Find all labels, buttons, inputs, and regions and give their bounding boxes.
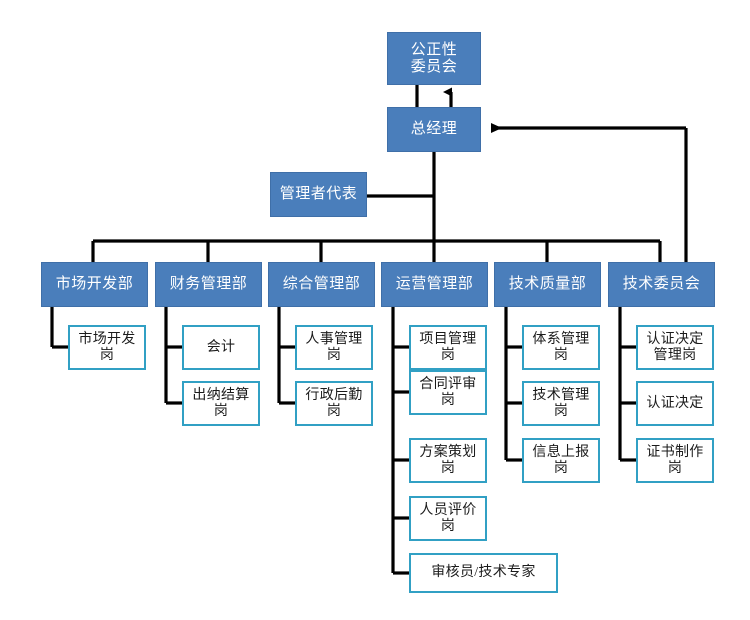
node-department-general-management[interactable]: 综合管理部 xyxy=(268,262,375,307)
node-impartiality-committee[interactable]: 公正性 委员会 xyxy=(387,32,481,85)
node-label: 财务管理部 xyxy=(169,276,248,293)
node-post-certificate-production-post[interactable]: 证书制作 岗 xyxy=(636,438,714,483)
node-post-system-management-post[interactable]: 体系管理 岗 xyxy=(522,325,600,370)
node-post-information-reporting-post[interactable]: 信息上报 岗 xyxy=(522,438,600,483)
node-label: 技术管理 岗 xyxy=(532,387,590,419)
node-label: 总经理 xyxy=(410,121,458,138)
node-department-operations-management[interactable]: 运营管理部 xyxy=(381,262,488,307)
node-post-hr-management-post[interactable]: 人事管理 岗 xyxy=(295,325,373,370)
node-label: 方案策划 岗 xyxy=(419,444,477,476)
node-label: 管理者代表 xyxy=(279,186,358,203)
node-label: 市场开发 岗 xyxy=(78,331,136,363)
node-department-technical-committee[interactable]: 技术委员会 xyxy=(608,262,715,307)
node-department-finance-management[interactable]: 财务管理部 xyxy=(155,262,262,307)
node-general-manager[interactable]: 总经理 xyxy=(387,107,481,152)
node-label: 综合管理部 xyxy=(282,276,361,293)
node-post-project-management-post[interactable]: 项目管理 岗 xyxy=(409,325,487,370)
node-label: 项目管理 岗 xyxy=(419,331,477,363)
node-post-personnel-evaluation-post[interactable]: 人员评价 岗 xyxy=(409,496,487,541)
node-label: 行政后勤 岗 xyxy=(305,387,363,419)
node-post-certification-decision-post[interactable]: 认证决定 xyxy=(636,381,714,426)
node-label: 技术质量部 xyxy=(508,276,587,293)
node-post-cashier-settlement-post[interactable]: 出纳结算 岗 xyxy=(182,381,260,426)
node-label: 认证决定 管理岗 xyxy=(646,331,704,363)
node-label: 审核员/技术专家 xyxy=(431,565,536,581)
node-label: 技术委员会 xyxy=(622,276,701,293)
node-label: 合同评审 岗 xyxy=(419,376,477,408)
node-label: 市场开发部 xyxy=(55,276,134,293)
node-management-representative[interactable]: 管理者代表 xyxy=(270,172,367,217)
node-label: 会计 xyxy=(206,339,236,355)
node-post-market-development-post[interactable]: 市场开发 岗 xyxy=(68,325,146,370)
node-label: 人事管理 岗 xyxy=(305,331,363,363)
node-post-admin-logistics-post[interactable]: 行政后勤 岗 xyxy=(295,381,373,426)
node-label: 证书制作 岗 xyxy=(646,444,704,476)
node-post-technical-management-post[interactable]: 技术管理 岗 xyxy=(522,381,600,426)
node-label: 运营管理部 xyxy=(395,276,474,293)
node-post-accounting-post[interactable]: 会计 xyxy=(182,325,260,370)
node-post-certification-decision-management-post[interactable]: 认证决定 管理岗 xyxy=(636,325,714,370)
node-department-market-development[interactable]: 市场开发部 xyxy=(41,262,148,307)
node-label: 信息上报 岗 xyxy=(532,444,590,476)
node-label: 出纳结算 岗 xyxy=(192,387,250,419)
node-label: 认证决定 xyxy=(646,395,704,411)
node-label: 人员评价 岗 xyxy=(419,502,477,534)
node-department-technical-quality[interactable]: 技术质量部 xyxy=(494,262,601,307)
node-post-contract-review-post[interactable]: 合同评审 岗 xyxy=(409,370,487,415)
node-label: 公正性 委员会 xyxy=(410,41,458,75)
node-label: 体系管理 岗 xyxy=(532,331,590,363)
node-post-auditor-technical-expert[interactable]: 审核员/技术专家 xyxy=(409,553,558,593)
node-post-scheme-planning-post[interactable]: 方案策划 岗 xyxy=(409,438,487,483)
